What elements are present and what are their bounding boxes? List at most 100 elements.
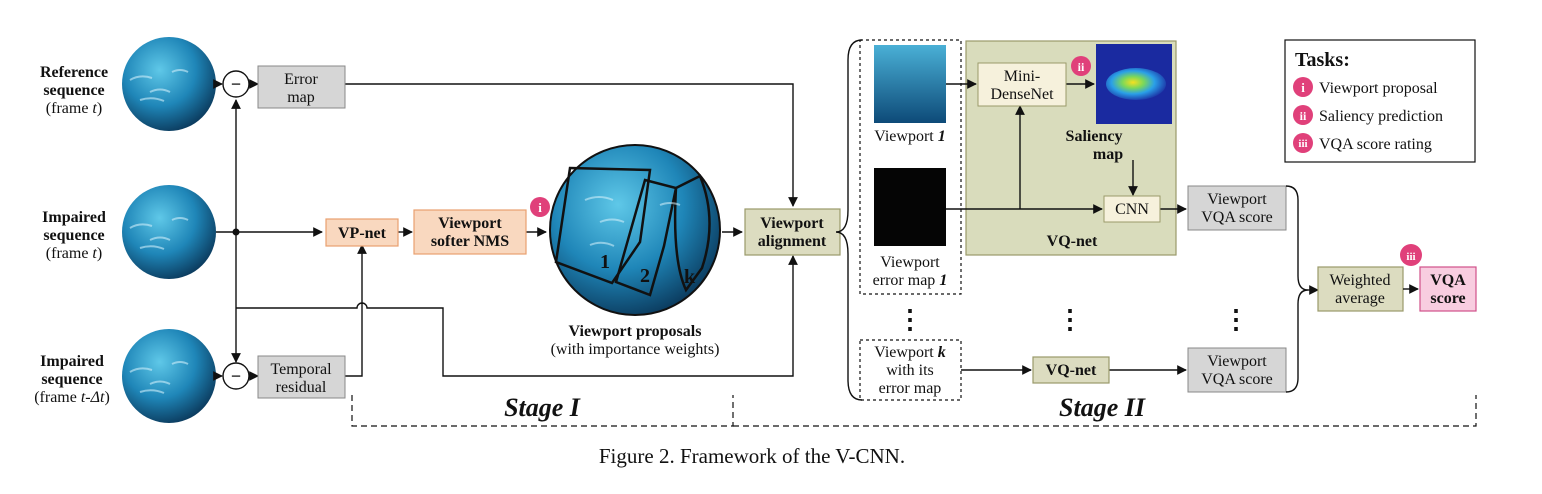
- vqa-score-line1: VQA: [1430, 272, 1466, 289]
- task-label-3: VQA score rating: [1319, 136, 1432, 153]
- proposal-region-2: [614, 178, 678, 297]
- stage1-wires: [213, 79, 798, 381]
- weighted-average-line2: average: [1335, 290, 1385, 307]
- vqa-score-line2: score: [1430, 290, 1465, 307]
- badge-i-text: i: [538, 200, 542, 215]
- junction-dot: [232, 228, 240, 236]
- minus-operator-dt: −: [222, 362, 250, 390]
- mini-densenet-line2: DenseNet: [990, 86, 1054, 103]
- reference-sphere: [122, 37, 216, 131]
- viewport-vqa-score-1-box: Viewport VQA score: [1187, 185, 1287, 231]
- task-item-2: ii Saliency prediction: [1293, 105, 1443, 125]
- viewportk-line1: Viewport k: [874, 344, 945, 361]
- stage2-wires: [946, 79, 1187, 375]
- tasks-title: Tasks:: [1295, 49, 1350, 71]
- viewport1-error-image: [874, 168, 946, 246]
- viewport-softer-nms-box: Viewport softer NMS: [413, 209, 527, 255]
- split-brace: [835, 39, 863, 401]
- vq-net-panel-label: VQ-net: [1047, 233, 1098, 250]
- vp-net-label: VP-net: [338, 225, 387, 242]
- impaired-sphere-dt: [122, 329, 216, 423]
- tasks-legend: Tasks: i Viewport proposal ii Saliency p…: [1284, 39, 1476, 163]
- badge-iii-text: iii: [1406, 251, 1415, 263]
- impaired-dt-line2: sequence: [41, 371, 102, 388]
- task-item-3: iii VQA score rating: [1293, 133, 1432, 153]
- proposal-label-2: 2: [640, 265, 650, 287]
- viewportk-line3: error map: [879, 380, 942, 397]
- impaired-t-line2: sequence: [43, 227, 104, 244]
- impaired-dt-line3-post: ): [104, 389, 109, 406]
- task-badge-i-stage1: i: [530, 197, 550, 217]
- stage2-label: Stage II: [1059, 393, 1146, 422]
- impaired-t-line1: Impaired: [42, 209, 106, 226]
- minus-ref-glyph: −: [231, 74, 241, 94]
- reference-line3-post: ): [97, 100, 102, 117]
- mini-densenet-box: Mini- DenseNet: [977, 62, 1067, 107]
- legend-badge-ii: ii: [1300, 109, 1307, 123]
- svg-text:(frame t): (frame t): [46, 100, 102, 117]
- task-badge-ii-stage2: ii: [1071, 56, 1091, 76]
- saliency-line2: map: [1093, 146, 1123, 163]
- reference-label: Reference sequence (frame t): [40, 64, 108, 117]
- error-map1-line2: error map 1: [873, 272, 948, 289]
- impaired-dt-line3-var: t-Δt: [81, 389, 105, 406]
- stage2-bracket: [733, 395, 1477, 427]
- merge-brace: [1285, 185, 1309, 393]
- viewportk-group: [859, 339, 962, 401]
- saliency-hotspot: [1106, 68, 1166, 100]
- error-map1-line1: Viewport: [880, 254, 940, 271]
- vqa-score-1-line2: VQA score: [1201, 209, 1273, 226]
- viewport-proposals-sphere: 1 2 k: [549, 144, 721, 316]
- badge-ii-text: ii: [1078, 60, 1085, 74]
- ellipsis-dots-3: ⋮: [1223, 305, 1249, 334]
- vqa-score-k-line1: Viewport: [1207, 353, 1267, 370]
- ellipsis-dots-2: ⋮: [1057, 305, 1083, 334]
- error-map-line1: Error: [284, 71, 318, 88]
- svg-text:(frame t-Δt): (frame t-Δt): [34, 389, 110, 406]
- viewport-alignment-box: Viewport alignment: [744, 208, 841, 256]
- impaired-dt-line3-pre: (frame: [34, 389, 81, 406]
- viewport1-image: [874, 45, 946, 123]
- vq-net-small-label: VQ-net: [1046, 362, 1097, 379]
- weighted-average-box: Weighted average: [1317, 266, 1404, 312]
- weighted-average-line1: Weighted: [1330, 272, 1391, 289]
- viewport-vqa-score-k-box: Viewport VQA score: [1187, 347, 1287, 393]
- impaired-dt-label: Impaired sequence (frame t-Δt): [34, 353, 110, 406]
- impaired-dt-line1: Impaired: [40, 353, 104, 370]
- softer-nms-line2: softer NMS: [431, 233, 509, 250]
- reference-line1: Reference: [40, 64, 108, 81]
- vqa-score-box: VQA score: [1419, 266, 1477, 312]
- saliency-line1: Saliency: [1066, 128, 1123, 145]
- temporal-residual-line2: residual: [276, 379, 327, 396]
- impaired-t-line3-pre: (frame: [46, 245, 93, 262]
- impaired-t-label: Impaired sequence (frame t): [42, 209, 106, 262]
- proposal-label-1: 1: [600, 251, 610, 273]
- proposal-region-1: [554, 166, 652, 285]
- vqa-score-1-line1: Viewport: [1207, 191, 1267, 208]
- viewport-proposals-title: Viewport proposals: [569, 323, 702, 340]
- stage1-label: Stage I: [504, 393, 581, 422]
- impaired-sphere-t: [122, 185, 216, 279]
- reference-line3-var: t: [92, 100, 97, 117]
- svg-text:(frame t): (frame t): [46, 245, 102, 262]
- reference-line2: sequence: [43, 82, 104, 99]
- alignment-line2: alignment: [758, 233, 827, 250]
- viewportk-line2: with its: [886, 362, 934, 379]
- impaired-t-line3-var: t: [92, 245, 97, 262]
- vq-net-small-box: VQ-net: [1032, 356, 1110, 384]
- vp-net-box: VP-net: [325, 218, 399, 247]
- task-item-1: i Viewport proposal: [1293, 77, 1438, 97]
- temporal-residual-box: Temporal residual: [257, 355, 346, 399]
- mini-densenet-line1: Mini-: [1004, 68, 1040, 85]
- figure-caption: Figure 2. Framework of the V-CNN.: [599, 444, 905, 468]
- cnn-box: CNN: [1103, 195, 1161, 223]
- impaired-t-line3-post: ): [97, 245, 102, 262]
- stage1-bracket: [351, 395, 734, 427]
- proposal-label-k: k: [684, 266, 696, 288]
- viewport1-label: Viewport 1: [874, 128, 945, 145]
- reference-line3-pre: (frame: [46, 100, 93, 117]
- cnn-label: CNN: [1115, 201, 1149, 218]
- temporal-residual-line1: Temporal: [270, 361, 332, 378]
- viewport1-group: [859, 39, 962, 295]
- minus-dt-glyph: −: [231, 366, 241, 386]
